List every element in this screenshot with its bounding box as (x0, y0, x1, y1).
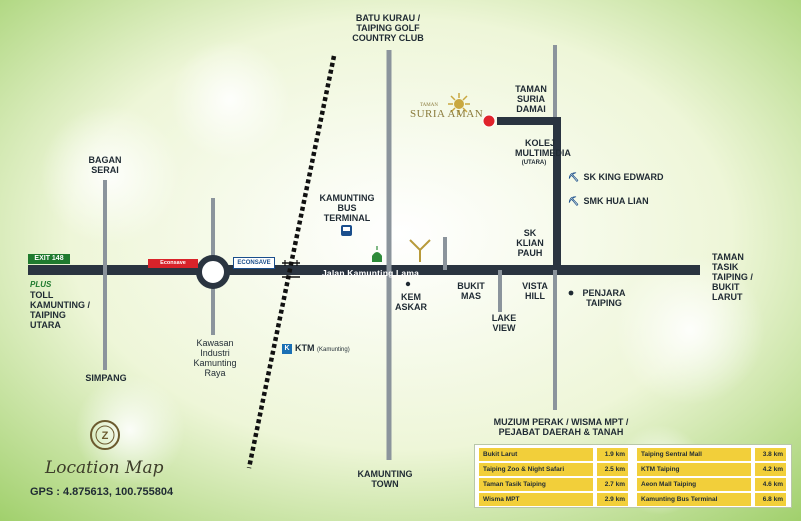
label-kolej-sub: (UTARA) (521, 160, 547, 166)
school-name: SK KING EDWARD (583, 172, 664, 182)
ktm-sub: (Kamunting) (317, 347, 350, 353)
svg-text:Z: Z (102, 430, 109, 442)
label-kawasan: Kawasan Industri Kamunting Raya (193, 338, 237, 378)
rail-crossing-icon (282, 260, 300, 278)
plus-logo: PLUS (30, 280, 52, 289)
bokeh-light (75, 375, 185, 485)
school-sk-king-edward: ⛏SK KING EDWARD (568, 172, 663, 183)
roundabout (196, 255, 230, 289)
map-title: Location Map (45, 458, 164, 478)
kem-askar-dot (405, 281, 411, 287)
distance-km: 2.5 km (597, 463, 628, 476)
school-name: SMK HUA LIAN (583, 196, 649, 206)
label-bus-terminal: KAMUNTING BUS TERMINAL (319, 193, 375, 223)
penjara-dot (568, 290, 574, 296)
label-muzium: MUZIUM PERAK / WISMA MPT / PEJABAT DAERA… (493, 417, 629, 437)
mosque-icon (372, 246, 382, 262)
bokeh-light (40, 105, 180, 245)
distance-place: Kamunting Bus Terminal (637, 493, 751, 506)
label-kolej: KOLEJ MULTIMEDIA (515, 138, 571, 158)
distance-km: 1.9 km (597, 448, 628, 461)
distance-place: KTM Taiping (637, 463, 751, 476)
suria-logo-small: TAMAN (420, 103, 438, 108)
label-lake-view: LAKE VIEW (491, 313, 517, 333)
distance-place: Bukit Larut (479, 448, 593, 461)
suria-aman-sun-icon (448, 93, 470, 115)
distance-place: Taman Tasik Taiping (479, 478, 593, 491)
label-penjara: PENJARA TAIPING (582, 288, 626, 308)
distance-place: Aeon Mall Taiping (637, 478, 751, 491)
distance-km: 4.6 km (755, 478, 786, 491)
label-kem-askar: KEM ASKAR (395, 292, 428, 312)
ktm-icon: K (282, 343, 292, 354)
label-bagan-serai: BAGAN SERAI (88, 155, 122, 175)
econsave-logo: Econsave (148, 259, 198, 268)
distance-km: 2.7 km (597, 478, 628, 491)
distance-km: 4.2 km (755, 463, 786, 476)
distance-place: Taiping Sentral Mall (637, 448, 751, 461)
distance-km: 3.8 km (755, 448, 786, 461)
label-bukit-mas: BUKIT MAS (457, 281, 485, 301)
econsave-store-logo: ECONSAVE (233, 257, 275, 269)
access-road (497, 117, 561, 270)
exit-sign: EXIT 148 (28, 254, 70, 264)
suria-aman-logo: SURIA AMAN (410, 108, 484, 120)
ktm-label: KTM (295, 343, 315, 353)
bokeh-light (170, 40, 290, 160)
gps-coordinates: GPS : 4.875613, 100.755804 (30, 486, 174, 498)
label-simpang: SIMPANG (85, 373, 127, 383)
school-icon: ⛏ (568, 196, 580, 206)
label-batu-kurau: BATU KURAU / TAIPING GOLF COUNTRY CLUB (352, 13, 424, 43)
school-icon: ⛏ (568, 172, 580, 182)
railway (246, 55, 337, 469)
label-taman-suria-damai: TAMAN SURIA DAMAI (515, 84, 547, 114)
distance-km: 6.8 km (755, 493, 786, 506)
distance-place: Taiping Zoo & Night Safari (479, 463, 593, 476)
road-name: Jalan Kamunting Lama (322, 268, 420, 278)
label-sk-klian: SK KLIAN PAUH (516, 228, 544, 258)
landmark-emblem-icon (409, 239, 431, 262)
label-toll: TOLL KAMUNTING / TAIPING UTARA (30, 290, 90, 330)
bus-icon (341, 225, 352, 236)
bokeh-light (615, 255, 765, 405)
school-smk-hua-lian: ⛏SMK HUA LIAN (568, 196, 649, 207)
label-kamunting-town: KAMUNTING TOWN (357, 469, 413, 489)
distance-place: Wisma MPT (479, 493, 593, 506)
label-vista-hill: VISTA HILL (522, 281, 548, 301)
label-taman-tasik: TAMAN TASIK TAIPING / BUKIT LARUT (712, 252, 753, 302)
compass-icon: Z (90, 420, 120, 450)
location-marker (482, 114, 496, 128)
distance-table: Bukit Larut 1.9 km Taiping Zoo & Night Saf… (474, 444, 792, 508)
distance-km: 2.9 km (597, 493, 628, 506)
